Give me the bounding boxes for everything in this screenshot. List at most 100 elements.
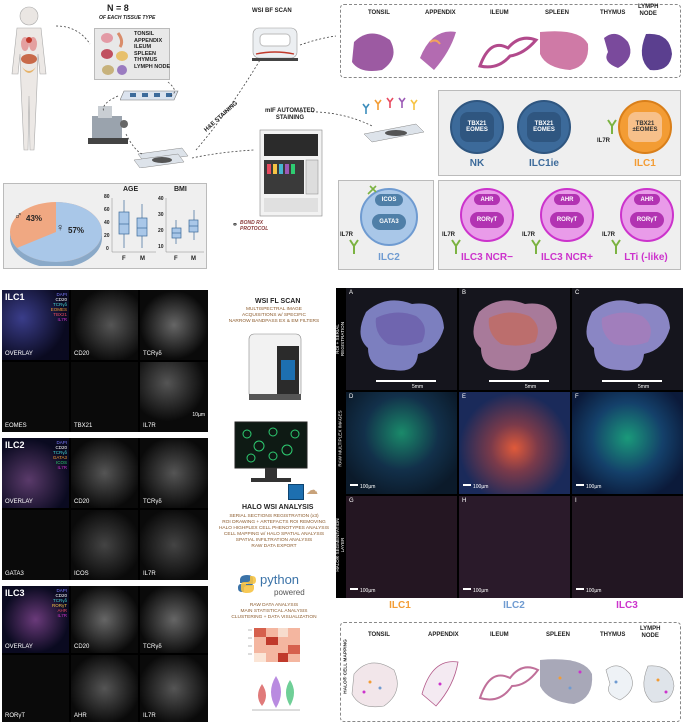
- ilc3-label-tcrgd: TCRγδ: [143, 644, 162, 650]
- halo-desc: SERIAL SECTIONS REGISTRATION (x3) ROI DR…: [214, 514, 334, 550]
- age-tick-0: 0: [106, 246, 109, 252]
- ilc1-cd20: CD20: [71, 290, 138, 360]
- grid-e-scale: 100µm: [473, 484, 489, 490]
- ilc1ie-m2-text: EOMES: [533, 127, 555, 133]
- ilc2-label-icos: ICOS: [74, 571, 89, 577]
- he-label-thymus: THYMUS: [600, 10, 626, 16]
- grid-a-letter: A: [349, 290, 354, 296]
- grid-h-letter: H: [462, 498, 467, 504]
- raw-desc: RAW DATA ANALYSIS MAIN STATISTICAL ANALY…: [218, 603, 330, 621]
- ilc2-legend-4: ICOS: [55, 460, 67, 465]
- ilc1-panel: ILC1 DAPI CD20 TCRγδ EOMES TBX21 IL7R OV…: [2, 290, 208, 432]
- ilc1-legend: DAPI CD20 TCRγδ EOMES TBX21 IL7R: [51, 292, 67, 322]
- female-pct: 57%: [68, 226, 85, 235]
- bmi-tick-40: 40: [158, 196, 164, 202]
- lti-m1: AHR: [634, 194, 660, 205]
- monitor-icon: [233, 420, 309, 486]
- antibody-slide: [358, 90, 428, 146]
- map-label-lymph-node: LYMPH NODE: [640, 626, 661, 639]
- wsi-fl-desc-2: NARROW BANDPASS EX & EM FILTERS: [228, 318, 320, 324]
- grid-b-scalebar: [489, 380, 549, 382]
- halo-desc-0: SERIAL SECTIONS REGISTRATION (x3): [229, 514, 319, 519]
- wsi-fl-scan-label: WSI FL SCAN: [255, 298, 301, 305]
- n-title: N = 8: [107, 3, 129, 13]
- raw-desc-0: RAW DATA ANALYSIS: [249, 603, 299, 608]
- grid-g-scalebar: [350, 588, 358, 590]
- grid-col-ilc3: ILC3: [616, 600, 638, 611]
- ilc2-marker-2: GATA3: [372, 214, 406, 230]
- grid-f: F 100µm: [572, 392, 683, 494]
- grid-i-scalebar: [576, 588, 584, 590]
- ilc1-eomes: EOMES: [2, 362, 69, 432]
- grid-c-letter: C: [575, 290, 580, 296]
- grid-d: D 100µm: [346, 392, 457, 494]
- ilc2-legend-3: GATA3: [52, 455, 67, 460]
- image-grid: ROI + SERIAL REGISTRATION RAW MULTIPLEX …: [335, 288, 683, 598]
- tissue-list-spleen: SPLEEN: [134, 50, 157, 57]
- he-tissue-images: [352, 31, 672, 71]
- ilc2-receptor-icon: [349, 239, 359, 254]
- ilc3-title: ILC3: [5, 588, 25, 598]
- python-logo: python powered: [238, 570, 328, 600]
- grid-d-letter: D: [349, 394, 354, 400]
- grid-c: C 5mm: [572, 288, 683, 390]
- ilc3-legend-5: IL7R: [57, 613, 67, 618]
- cell-mapping-panel: [340, 622, 681, 722]
- ilc1-legend-3: EOMES: [50, 307, 67, 312]
- ilc3-label-cd20: CD20: [74, 644, 90, 650]
- python-icon: [238, 574, 256, 594]
- heatmap-thumbnail: [248, 626, 300, 664]
- chip-icon: [288, 484, 304, 500]
- ilc2-panel: ILC2 DAPI CD20 TCRγδ GATA3 ICOS IL7R OVE…: [2, 438, 208, 580]
- ilc2-label-il7r: IL7R: [143, 571, 156, 577]
- ilc3-rorgt: RORγT: [2, 655, 69, 722]
- wsi-fl-desc: MULTISPECTRAL IMAGE ACQUISITIONS w/ SPEC…: [218, 307, 330, 324]
- ilc3-label-rorgt: RORγT: [5, 713, 25, 719]
- ilc2-marker-1: ICOS: [375, 194, 403, 206]
- grid-g-scale: 100µm: [360, 588, 376, 594]
- male-symbol: ♂: [14, 210, 23, 222]
- ilc1-label-cd20: CD20: [74, 351, 90, 357]
- ilc2-legend-1: CD20: [55, 445, 67, 450]
- ilc3-label-ahr: AHR: [74, 713, 87, 719]
- ilc3-ncr-pos-label: ILC3 NCR+: [541, 252, 593, 263]
- grid-c-scalebar: [602, 380, 662, 382]
- age-bmi-boxplots: [111, 198, 204, 253]
- age-tick-20: 20: [104, 233, 110, 239]
- grid-f-scale: 100µm: [586, 484, 602, 490]
- ilc2-title: ILC2: [5, 440, 25, 450]
- bmi-tick-20: 20: [158, 228, 164, 234]
- grid-row3-label: HALO® SEGMENTATION LAYER: [335, 518, 345, 572]
- ilc1-m2-text: ±EOMES: [632, 127, 658, 133]
- violin-thumbnail: [250, 670, 302, 714]
- nk-m2-text: EOMES: [466, 127, 488, 133]
- wsi-bf-scan-label: WSI BF SCAN: [252, 8, 292, 14]
- cassette-tray: [119, 88, 180, 101]
- grid-col-ilc1: ILC1: [389, 600, 411, 611]
- tissue-list-thymus: THYMUS: [134, 57, 158, 63]
- ilc3-overlay: ILC3 DAPI CD20 TCRγδ RORγT AHR IL7R OVER…: [2, 586, 69, 653]
- ilc1-tbx21: TBX21: [71, 362, 138, 432]
- ilc3-tcrgd: TCRγδ: [140, 586, 208, 653]
- wsi-fl-desc-1: ACQUISITIONS w/ SPECIFIC: [242, 312, 306, 318]
- tissue-list-ileum: ILEUM: [134, 44, 152, 50]
- ilc3-ncr-neg-label: ILC3 NCR−: [461, 252, 513, 263]
- grid-d-scale: 100µm: [360, 484, 376, 490]
- ilc1-il7r: IL7R 10µm: [140, 362, 208, 432]
- ilc1-m1-text: TBX21: [635, 121, 655, 127]
- male-pct: 43%: [26, 214, 43, 223]
- ilc1-label-tbx21: TBX21: [74, 423, 93, 429]
- ilc2-label-cd20: CD20: [74, 499, 90, 505]
- raw-desc-1: MAIN STATISTICAL ANALYSIS: [240, 609, 308, 614]
- grid-a: A 5mm: [346, 288, 457, 390]
- grid-h-scalebar: [463, 588, 471, 590]
- grid-i-scale: 100µm: [586, 588, 602, 594]
- ilc1-legend-2: TCRγδ: [52, 302, 67, 307]
- bmi-tick-30: 30: [158, 212, 164, 218]
- lti-label: LTi (-like): [624, 252, 668, 263]
- ilc3-panel: ILC3 DAPI CD20 TCRγδ RORγT AHR IL7R OVER…: [2, 586, 208, 722]
- age-title: AGE: [123, 186, 139, 193]
- nk-m1-text: TBX21: [467, 121, 487, 127]
- age-f-label: F: [122, 256, 126, 262]
- ilc3-label-il7r: IL7R: [143, 713, 156, 719]
